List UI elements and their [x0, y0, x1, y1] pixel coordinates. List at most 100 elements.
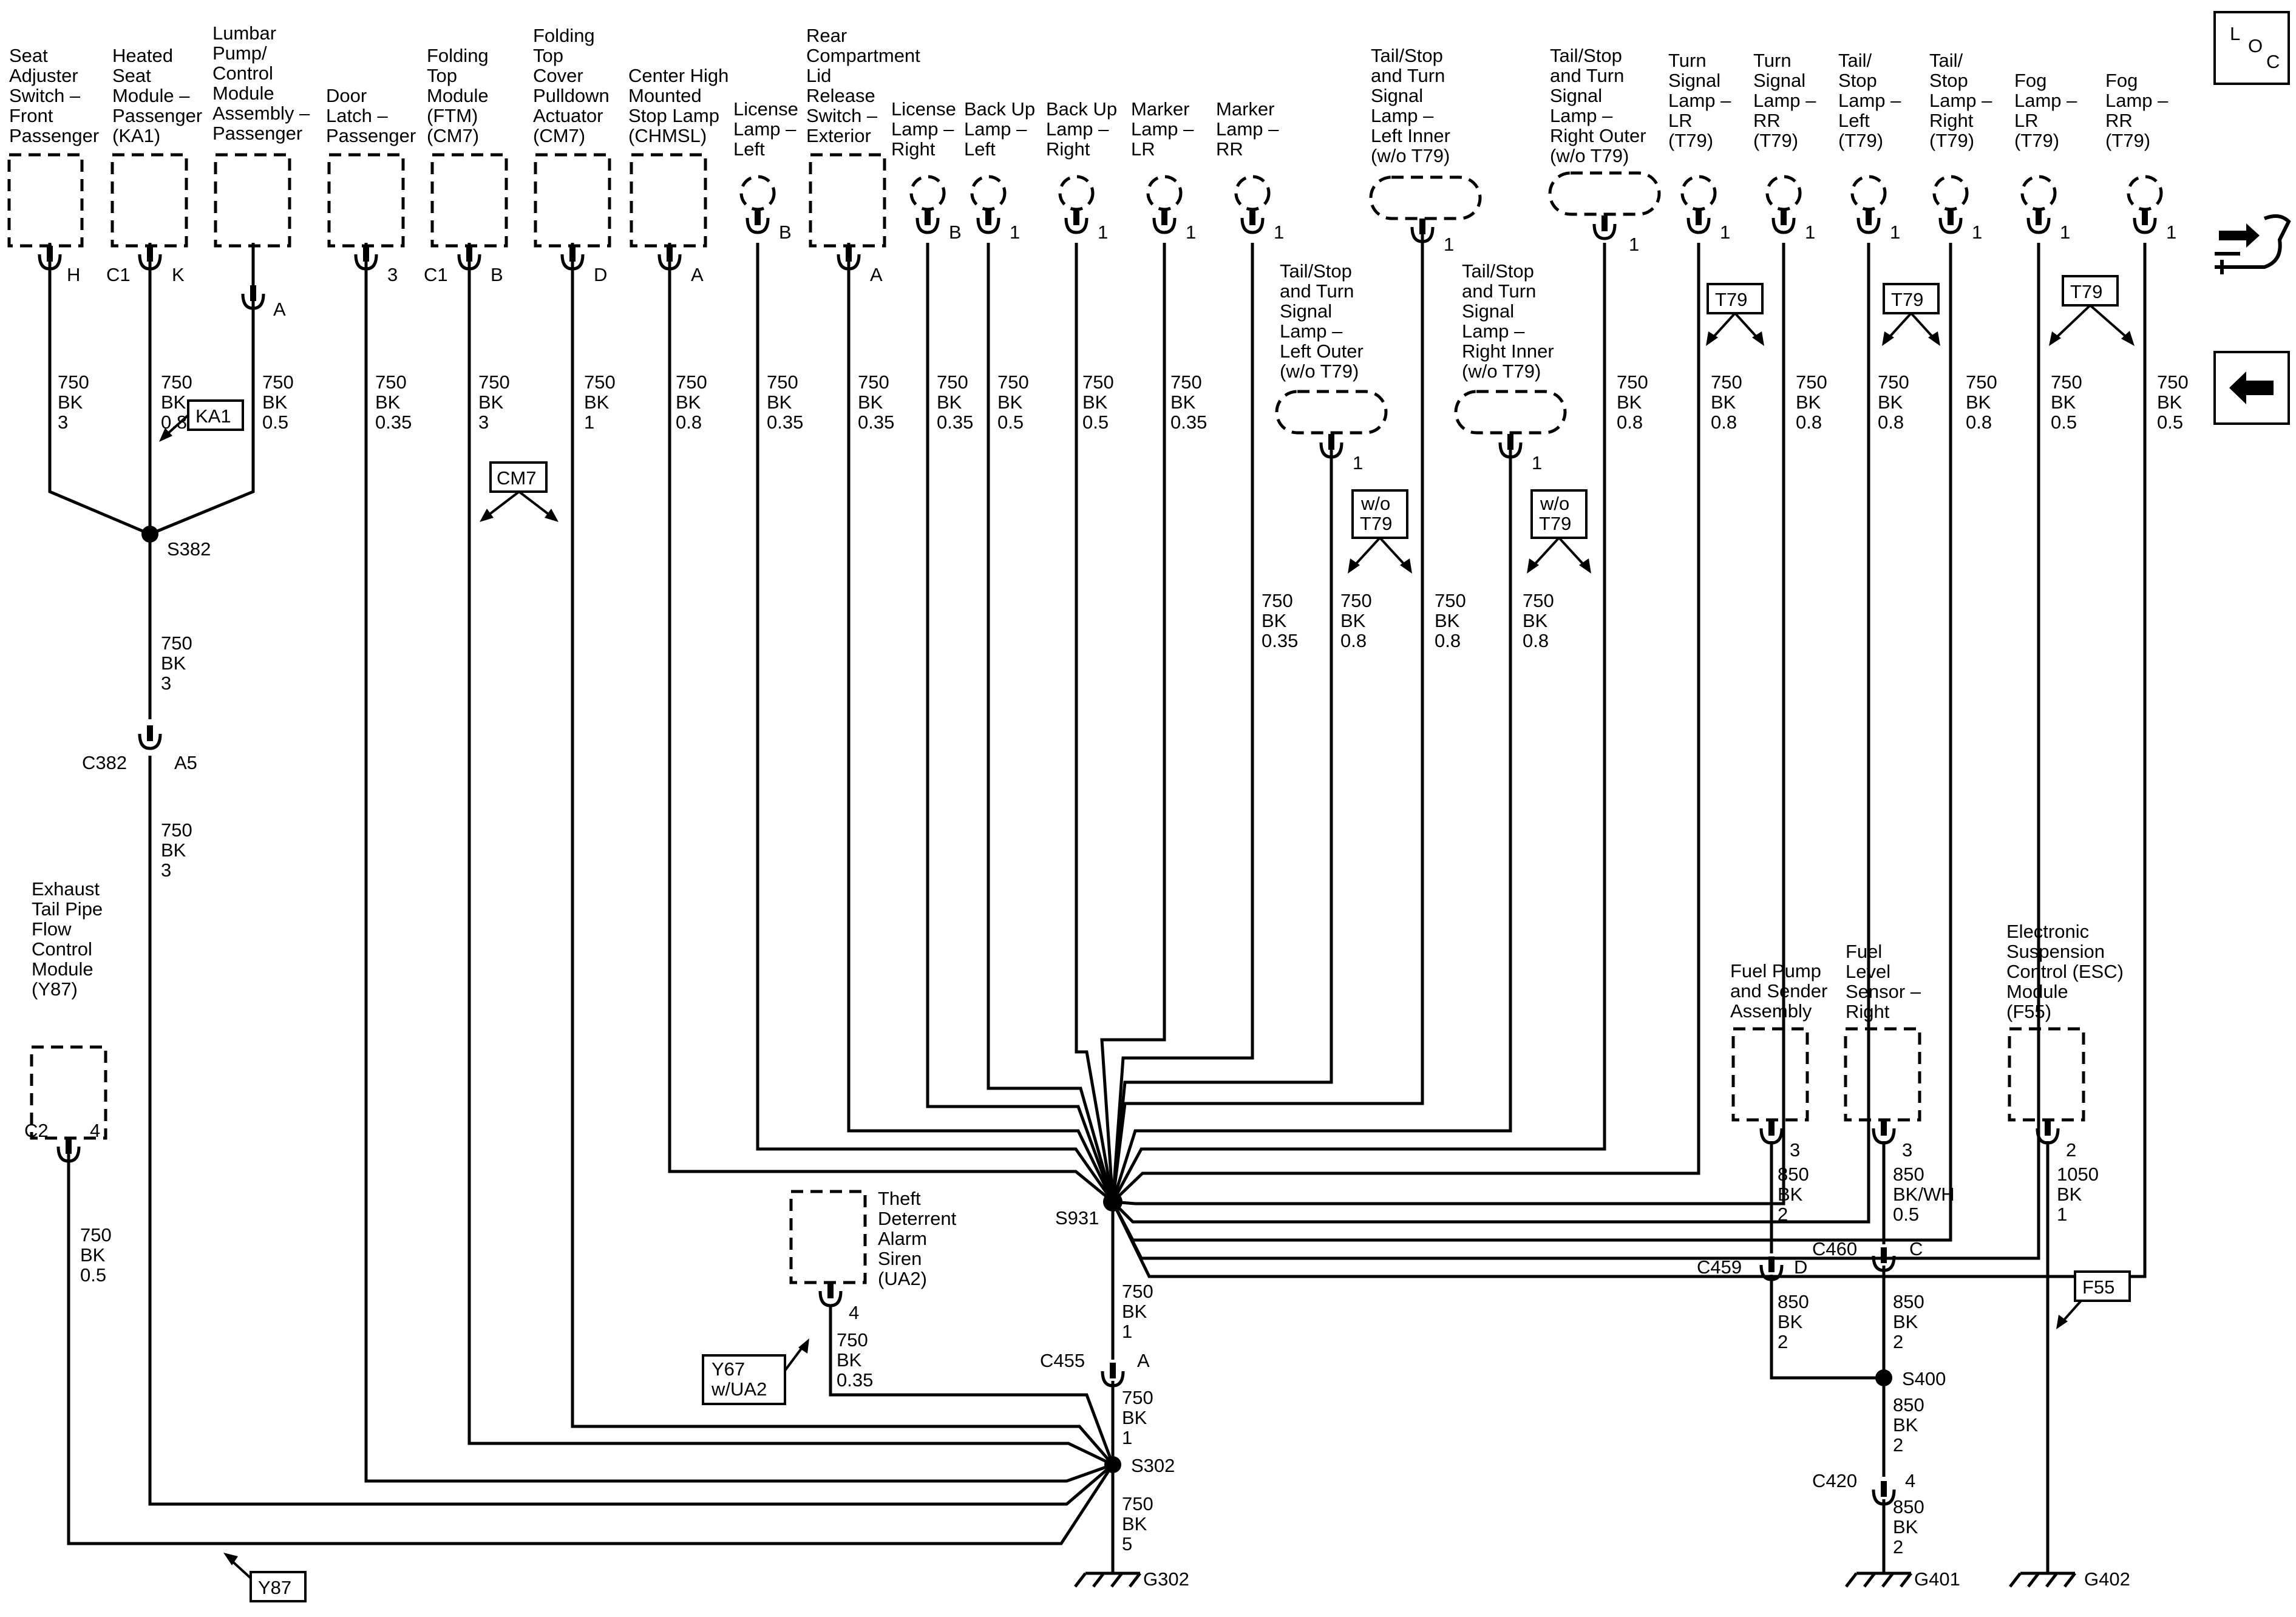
- option-tag-cm7: CM7: [480, 461, 559, 522]
- bulb-tsr: [1932, 175, 1969, 211]
- pin-ftm-connector: C1: [424, 264, 448, 285]
- ground-label-g401: G401: [1914, 1568, 1960, 1590]
- wire-network: [48, 225, 2147, 1573]
- splice-dot-s302: [1104, 1456, 1121, 1473]
- ground-label-g402: G402: [2084, 1568, 2130, 1590]
- loc-button[interactable]: L O C: [2213, 11, 2290, 85]
- terminal-mrr: [1240, 209, 1265, 234]
- pin-chmsl: A: [691, 264, 704, 285]
- pin-licl: B: [779, 222, 792, 243]
- terminal-c459: [1759, 1256, 1784, 1281]
- ground-symbol-g302: [1074, 1571, 1141, 1588]
- ground-symbol-g401: [1845, 1571, 1912, 1588]
- splice-dot-s382: [141, 526, 158, 543]
- box-ftc: [534, 153, 611, 248]
- pin-heated: K: [172, 264, 185, 285]
- terminal-tsro: [1592, 215, 1617, 240]
- terminal-seat: [38, 246, 62, 271]
- svg-text:F55: F55: [2082, 1276, 2114, 1298]
- bulb-licl: [739, 175, 776, 211]
- terminal-theft: [818, 1283, 843, 1307]
- connector-label-c460: C460: [1812, 1238, 1857, 1259]
- bulb-tsli: [1369, 175, 1482, 220]
- box-heated: [110, 153, 188, 248]
- pin-labels: H C1 K A 3 C1 B D A B A B 1 1 1 1 1 1 1 …: [24, 222, 2176, 1323]
- pin-tsli: 1: [1444, 234, 1454, 255]
- box-fuellevel: [1844, 1027, 1921, 1122]
- connector-label-c420: C420: [1812, 1470, 1857, 1491]
- option-tag-y87: Y87: [223, 1553, 307, 1602]
- svg-text:KA1: KA1: [195, 405, 231, 427]
- terminal-mlr: [1152, 209, 1177, 234]
- pin-theft: 4: [849, 1302, 859, 1323]
- bulb-licr: [909, 175, 946, 211]
- splice-label-s302: S302: [1131, 1455, 1175, 1476]
- node-labels: S382 S931 S302 S400 C382 A5 C455 A C459 …: [82, 538, 2130, 1590]
- connector-pin-c420: 4: [1905, 1470, 1915, 1491]
- pin-mrr: 1: [1274, 222, 1284, 243]
- pin-tslo: 1: [1353, 452, 1363, 473]
- splice-dot-s400: [1875, 1369, 1892, 1386]
- pin-heated-connector: C1: [106, 264, 131, 285]
- terminal-c382: [138, 725, 162, 750]
- terminal-c460: [1872, 1247, 1896, 1272]
- pin-exh-connector: C2: [24, 1120, 49, 1141]
- terminal-ftc: [560, 246, 585, 271]
- pin-tsl: 1: [1890, 222, 1900, 243]
- option-tag-ka1: KA1: [159, 399, 244, 442]
- connector-terminals: [38, 209, 2157, 1588]
- connector-label-c455: C455: [1040, 1350, 1085, 1371]
- component-boxes: [7, 153, 2163, 1284]
- pin-seat: H: [67, 264, 80, 285]
- option-tag-f55: F55: [2056, 1270, 2131, 1329]
- option-tag-t79-2: T79: [1882, 283, 1940, 346]
- terminal-bul: [976, 209, 1000, 234]
- option-tag-t79-1: T79: [1706, 283, 1764, 346]
- pin-fuelpump: 3: [1790, 1139, 1800, 1161]
- pin-bul: 1: [1010, 222, 1020, 243]
- pin-exh: 4: [90, 1120, 100, 1141]
- bulb-tsro: [1548, 171, 1661, 216]
- svg-text:T79: T79: [2070, 281, 2102, 302]
- svg-text:T79: T79: [1715, 289, 1747, 310]
- box-lumbar: [214, 153, 291, 248]
- pin-tlr: 1: [1720, 222, 1730, 243]
- bulb-mrr: [1234, 175, 1271, 211]
- pin-frr: 1: [2166, 222, 2176, 243]
- terminal-c420: [1872, 1481, 1896, 1506]
- pin-esc: 2: [2066, 1139, 2076, 1161]
- pin-mlr: 1: [1186, 222, 1196, 243]
- back-arrow-icon[interactable]: [2213, 351, 2290, 425]
- pin-fuellevel: 3: [1902, 1139, 1912, 1161]
- terminal-tsli: [1410, 219, 1435, 243]
- connector-repair-icon[interactable]: [2215, 214, 2291, 274]
- box-theft: [789, 1190, 867, 1284]
- splice-label-s382: S382: [167, 538, 211, 560]
